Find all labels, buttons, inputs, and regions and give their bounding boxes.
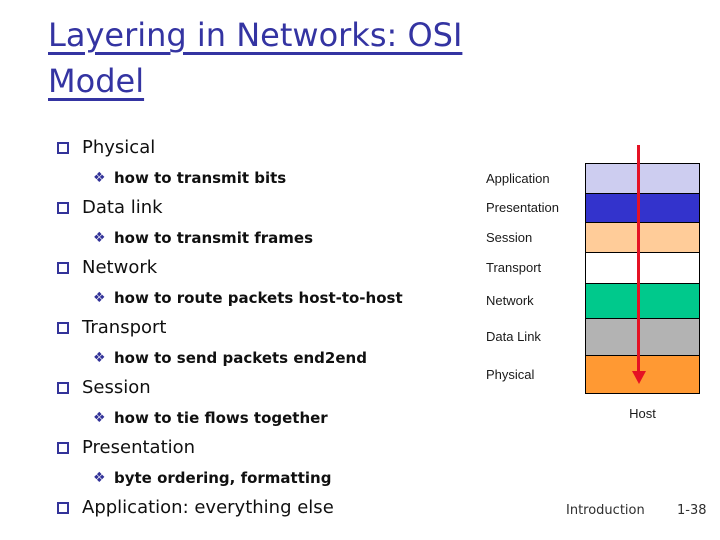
layer-box-session [585,222,700,253]
outline-subitem-label: how to send packets end2end [114,349,367,367]
outline-subitem: ❖ how to send packets end2end [0,343,480,373]
outline-item-label: Session [82,377,151,398]
outline-item-label: Data link [82,197,163,218]
square-bullet-icon [57,502,69,514]
outline-subitem: ❖ how to tie flows together [0,403,480,433]
outline-subitem-label: how to tie flows together [114,409,328,427]
outline-item-presentation: Presentation [0,433,480,463]
diamond-bullet-icon: ❖ [93,410,106,426]
outline-subitem: ❖ byte ordering, formatting [0,463,480,493]
outline-item-transport: Transport [0,313,480,343]
layer-label-application: Application [486,170,550,186]
outline-subitem-label: byte ordering, formatting [114,469,332,487]
outline-item-application: Application: everything else [0,493,480,523]
outline-subitem: ❖ how to transmit bits [0,163,480,193]
footer-page-number: 1-38 [677,503,707,518]
outline-item-physical: Physical [0,133,480,163]
layer-box-network [585,283,700,319]
outline-item-label: Application: everything else [82,497,334,518]
outline-item-session: Session [0,373,480,403]
square-bullet-icon [57,262,69,274]
outline-subitem: ❖ how to transmit frames [0,223,480,253]
layer-label-physical: Physical [486,366,535,382]
footer-section-label: Introduction [566,503,645,518]
layer-box-application [585,163,700,194]
host-caption: Host [629,406,656,421]
outline-item-data-link: Data link [0,193,480,223]
layer-label-session: Session [486,229,533,245]
layer-box-transport [585,252,700,284]
outline-item-label: Physical [82,137,156,158]
flow-arrow-head [632,371,646,384]
slide-title-line1: Layering in Networks: OSI [48,16,463,54]
layer-label-transport: Transport [486,260,542,275]
layer-label-presentation: Presentation [486,200,559,215]
square-bullet-icon [57,202,69,214]
outline-item-label: Network [82,257,158,278]
outline-subitem-label: how to transmit frames [114,229,313,247]
outline-subitem: ❖ how to route packets host-to-host [0,283,480,313]
square-bullet-icon [57,382,69,394]
outline-subitem-label: how to transmit bits [114,169,287,187]
diamond-bullet-icon: ❖ [93,350,106,366]
outline-subitem-label: how to route packets host-to-host [114,289,403,307]
slide-title-line2: Model [48,62,145,100]
flow-arrow-line [637,145,640,372]
square-bullet-icon [57,322,69,334]
slide-title: Layering in Networks: OSI Model [48,12,608,104]
diamond-bullet-icon: ❖ [93,170,106,186]
layer-box-presentation [585,193,700,223]
outline-item-label: Transport [82,317,167,338]
outline-item-network: Network [0,253,480,283]
diamond-bullet-icon: ❖ [93,290,106,306]
outline-item-label: Presentation [82,437,196,458]
layer-box-data-link [585,318,700,356]
square-bullet-icon [57,142,69,154]
diamond-bullet-icon: ❖ [93,230,106,246]
layer-label-network: Network [486,293,534,308]
diamond-bullet-icon: ❖ [93,470,106,486]
square-bullet-icon [57,442,69,454]
layer-label-data-link: Data Link [486,329,541,344]
